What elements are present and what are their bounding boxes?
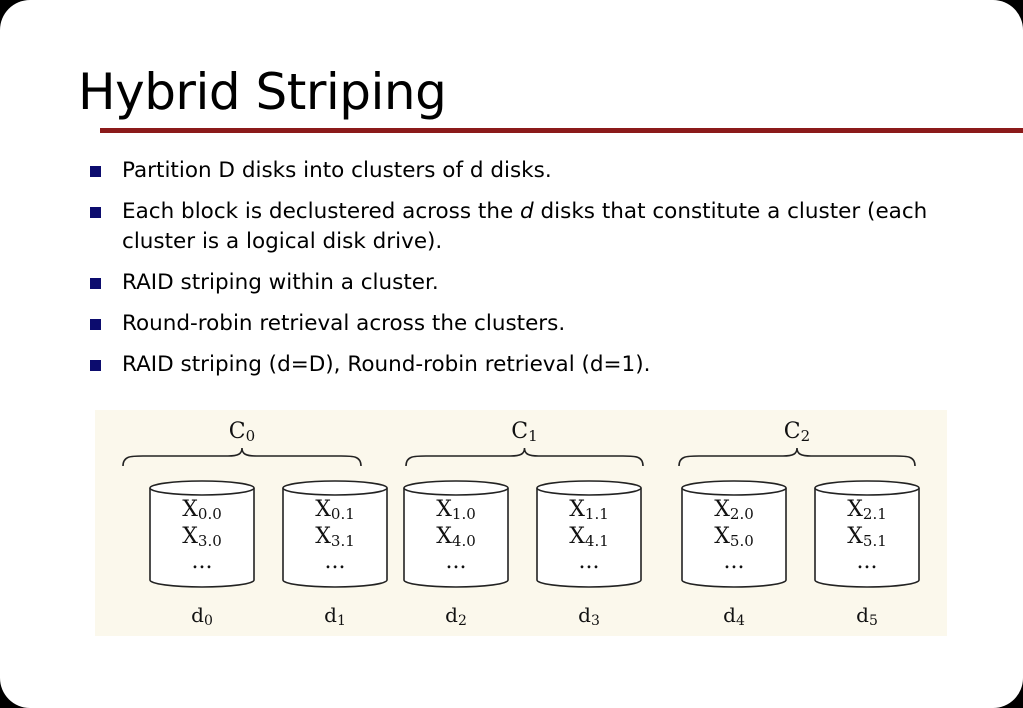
square-bullet-icon <box>90 360 101 371</box>
title-underline <box>100 128 1023 133</box>
bullet-emphasis: d <box>520 199 534 224</box>
disk-cylinder-body <box>681 488 787 588</box>
bullet-text: RAID striping (d=D), Round-robin retriev… <box>122 352 651 377</box>
block-label: X0.1 <box>315 497 355 523</box>
disk-cylinder-body <box>149 488 255 588</box>
cluster-label: C1 <box>511 419 537 445</box>
bullet-text: Round-robin retrieval across the cluster… <box>122 311 566 336</box>
disk-cylinder-top <box>814 480 920 496</box>
block-label: X2.0 <box>714 497 754 523</box>
disk-label: d3 <box>578 603 600 629</box>
disk-cylinder-top <box>681 480 787 496</box>
square-bullet-icon <box>90 319 101 330</box>
block-ellipsis: ... <box>192 549 213 574</box>
disk-label: d0 <box>191 603 213 629</box>
bullet-text: RAID striping within a cluster. <box>122 270 439 295</box>
disk-label: d4 <box>723 603 745 629</box>
square-bullet-icon <box>90 278 101 289</box>
block-ellipsis: ... <box>446 549 467 574</box>
disk-cylinder-body <box>282 488 388 588</box>
bullet-text: disks that constitute a cluster (each cl… <box>122 199 928 254</box>
block-label: X5.0 <box>714 524 754 550</box>
block-ellipsis: ... <box>325 549 346 574</box>
block-ellipsis: ... <box>579 549 600 574</box>
disk-cylinder-body <box>403 488 509 588</box>
block-label: X4.1 <box>569 524 609 550</box>
disk-label: d1 <box>324 603 346 629</box>
bullet-item: RAID striping within a cluster. <box>88 268 988 298</box>
block-label: X3.0 <box>182 524 222 550</box>
disk-cylinder-body <box>536 488 642 588</box>
slide-title: Hybrid Striping <box>78 63 447 121</box>
bullet-text: Partition D disks into clusters of d dis… <box>122 158 552 183</box>
cluster-brace <box>122 447 362 467</box>
cluster-brace <box>405 447 644 467</box>
cluster-label: C2 <box>784 419 810 445</box>
bullet-item: RAID striping (d=D), Round-robin retriev… <box>88 350 988 380</box>
block-ellipsis: ... <box>857 549 878 574</box>
bullet-item: Round-robin retrieval across the cluster… <box>88 309 988 339</box>
block-label: X2.1 <box>847 497 887 523</box>
disk-cylinder-top <box>149 480 255 496</box>
cluster-label: C0 <box>229 419 255 445</box>
disk-cylinder-top <box>282 480 388 496</box>
bullet-item: Partition D disks into clusters of d dis… <box>88 156 988 186</box>
block-label: X1.1 <box>569 497 609 523</box>
disk-cylinder-top <box>536 480 642 496</box>
square-bullet-icon <box>90 207 101 218</box>
square-bullet-icon <box>90 166 101 177</box>
disk-cylinder-body <box>814 488 920 588</box>
disk-label: d5 <box>856 603 878 629</box>
block-label: X4.0 <box>436 524 476 550</box>
block-label: X5.1 <box>847 524 887 550</box>
cluster-brace <box>678 447 916 467</box>
block-label: X0.0 <box>182 497 222 523</box>
disk-label: d2 <box>445 603 467 629</box>
bullet-item: Each block is declustered across the d d… <box>88 197 988 257</box>
block-label: X1.0 <box>436 497 476 523</box>
block-label: X3.1 <box>315 524 355 550</box>
block-ellipsis: ... <box>724 549 745 574</box>
disk-cylinder-top <box>403 480 509 496</box>
bullet-list: Partition D disks into clusters of d dis… <box>88 156 988 391</box>
bullet-text: Each block is declustered across the <box>122 199 521 224</box>
